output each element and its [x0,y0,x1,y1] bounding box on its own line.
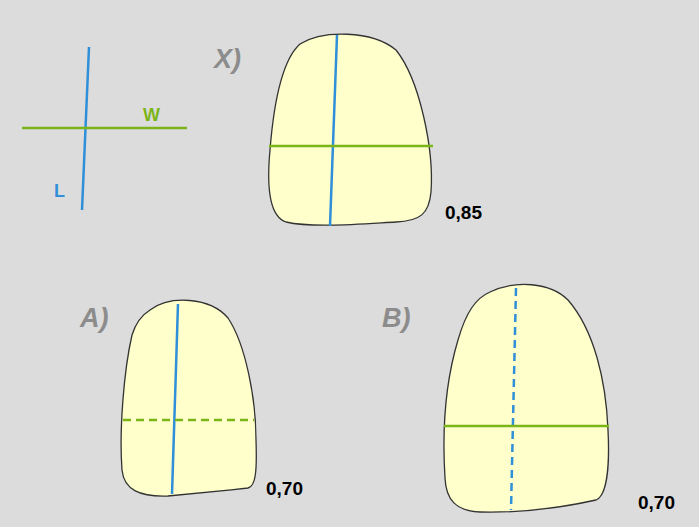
length-axis-label: L [54,182,65,200]
ratio-value: 0,70 [638,493,675,512]
length-line [172,304,178,494]
width-line [269,145,433,148]
width-axis-sample [22,127,187,130]
figure-letter: B) [382,305,411,332]
width-line [444,425,609,428]
figure-letter: A) [80,305,109,332]
tooth-outline [444,284,608,512]
width-axis-label: W [143,106,160,124]
tooth-outline [121,300,256,496]
length-line-dashed [511,288,516,510]
ratio-value: 0,70 [266,479,303,498]
length-line [330,35,337,226]
figure-letter: X) [214,46,241,73]
ratio-value: 0,85 [445,203,482,222]
tooth-outline [269,34,432,225]
width-line-dashed [123,419,254,422]
